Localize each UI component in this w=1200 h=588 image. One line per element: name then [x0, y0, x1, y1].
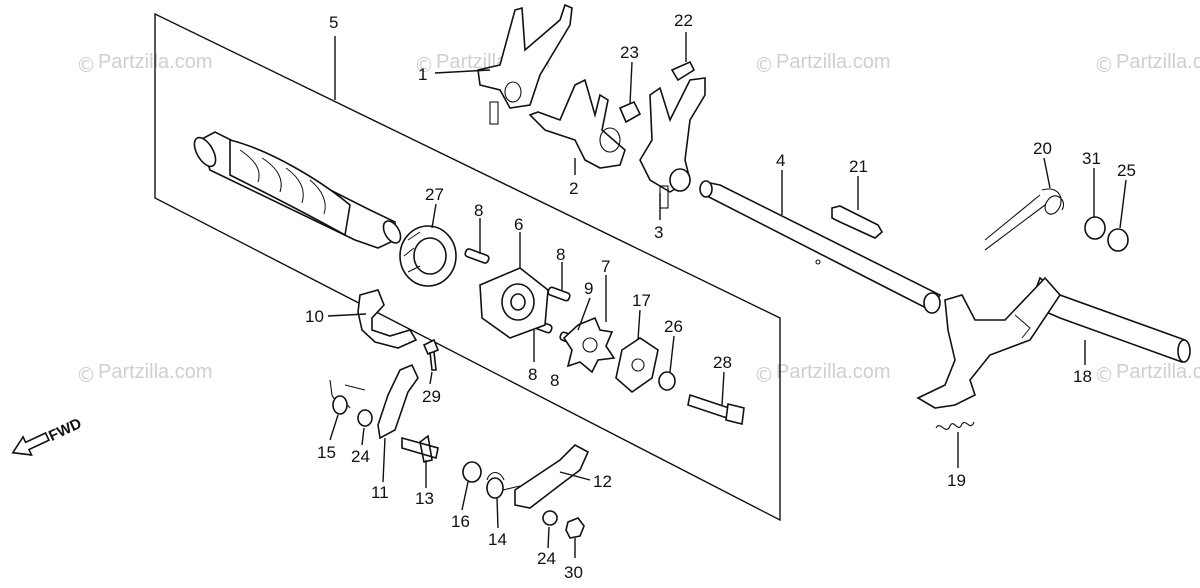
roller: [462, 461, 482, 483]
drum-stopper-pin: [401, 434, 439, 463]
callout-7: 7: [601, 257, 610, 276]
pin: [464, 248, 490, 264]
leader-lines: [327, 32, 1127, 558]
fwd-indicator: FWD: [11, 415, 84, 456]
washer-24b: [542, 510, 558, 526]
callout-9: 9: [584, 279, 593, 298]
watermark: ©Partzilla.com: [754, 361, 890, 387]
callout-28: 28: [713, 353, 732, 372]
callout-22: 22: [674, 11, 693, 30]
callout-20: 20: [1033, 139, 1052, 158]
callout-16: 16: [451, 512, 470, 531]
callout-2: 2: [569, 179, 578, 198]
stopper-plate: [615, 337, 659, 394]
callout-27: 27: [425, 185, 444, 204]
svg-text:©: ©: [1094, 363, 1114, 387]
washer-24a: [357, 409, 373, 427]
watermark: ©Partzilla.com: [1094, 361, 1200, 387]
svg-text:©: ©: [76, 53, 96, 77]
callout-5: 5: [329, 13, 338, 32]
circlip: [1084, 216, 1106, 240]
svg-text:Partzilla.com: Partzilla.com: [776, 361, 890, 383]
callout-11: 11: [371, 483, 389, 502]
nut: [565, 517, 585, 539]
callout-12: 12: [593, 472, 612, 491]
fork-shaft: [699, 180, 942, 314]
callout-8: 8: [550, 371, 559, 390]
washer: [658, 371, 676, 391]
callout-4: 4: [776, 151, 785, 170]
watermark: ©Partzilla.com: [76, 51, 212, 77]
callout-26: 26: [664, 317, 683, 336]
callout-3: 3: [654, 223, 663, 242]
callout-15: 15: [317, 443, 336, 462]
star-plate: [562, 316, 616, 374]
shift-fork-1: [477, 3, 573, 125]
washer-25: [1107, 228, 1129, 252]
callout-8: 8: [474, 201, 483, 220]
svg-text:FWD: FWD: [46, 415, 84, 445]
svg-text:Partzilla.com: Partzilla.com: [98, 361, 212, 383]
svg-text:©: ©: [754, 53, 774, 77]
watermark-group: ©Partzilla.com ©Partzilla.com ©Partzilla…: [76, 51, 1200, 387]
shift-pin: [831, 205, 884, 239]
callout-19: 19: [947, 471, 966, 490]
watermark: ©Partzilla.com: [754, 51, 890, 77]
callout-17: 17: [632, 291, 651, 310]
shift-drum: [193, 131, 402, 249]
svg-text:©: ©: [1094, 53, 1114, 77]
bolt-29: [422, 338, 440, 371]
svg-text:©: ©: [76, 363, 96, 387]
svg-text:Partzilla.com: Partzilla.com: [1116, 51, 1200, 73]
spindle-spring: [935, 421, 975, 430]
callout-29: 29: [422, 387, 441, 406]
shift-fork-2: [528, 78, 626, 169]
shift-fork-3: [639, 77, 706, 209]
callout-24: 24: [351, 447, 370, 466]
callout-8: 8: [556, 245, 565, 264]
svg-text:©: ©: [414, 53, 434, 77]
callout-13: 13: [415, 489, 434, 508]
spring-15: [329, 379, 366, 415]
callout-14: 14: [488, 530, 507, 549]
pin: [547, 286, 571, 302]
assembly-frame: [154, 12, 781, 522]
callout-21: 21: [849, 157, 868, 176]
return-spring: [984, 188, 1064, 251]
callout-25: 25: [1117, 161, 1136, 180]
callout-24: 24: [537, 549, 556, 568]
callout-18: 18: [1073, 367, 1092, 386]
callout-6: 6: [514, 215, 523, 234]
bearing: [399, 225, 457, 287]
watermark: ©Partzilla.com: [76, 361, 212, 387]
callout-23: 23: [620, 43, 639, 62]
guide-pin: [670, 60, 696, 82]
callout-30: 30: [564, 563, 583, 582]
bolt: [687, 393, 745, 425]
svg-text:Partzilla.com: Partzilla.com: [776, 51, 890, 73]
svg-text:Partzilla.com: Partzilla.com: [1116, 361, 1200, 383]
shift-arm-11: [377, 363, 419, 440]
svg-text:©: ©: [754, 363, 774, 387]
clip: [618, 100, 642, 124]
spring-14: [486, 471, 521, 499]
stopper-arm-12: [514, 444, 590, 509]
drum-center: [479, 267, 549, 339]
watermark: ©Partzilla.com: [1094, 51, 1200, 77]
callout-8: 8: [528, 365, 537, 384]
bracket: [357, 289, 418, 349]
callout-labels: 1 2 3 4 5 6 7 8 8 8 8 9 10 11 12 13 14 1…: [305, 11, 1136, 582]
callout-10: 10: [305, 307, 324, 326]
gearshift-spindle: [916, 276, 1191, 409]
callout-1: 1: [418, 65, 427, 84]
callout-31: 31: [1082, 149, 1101, 168]
